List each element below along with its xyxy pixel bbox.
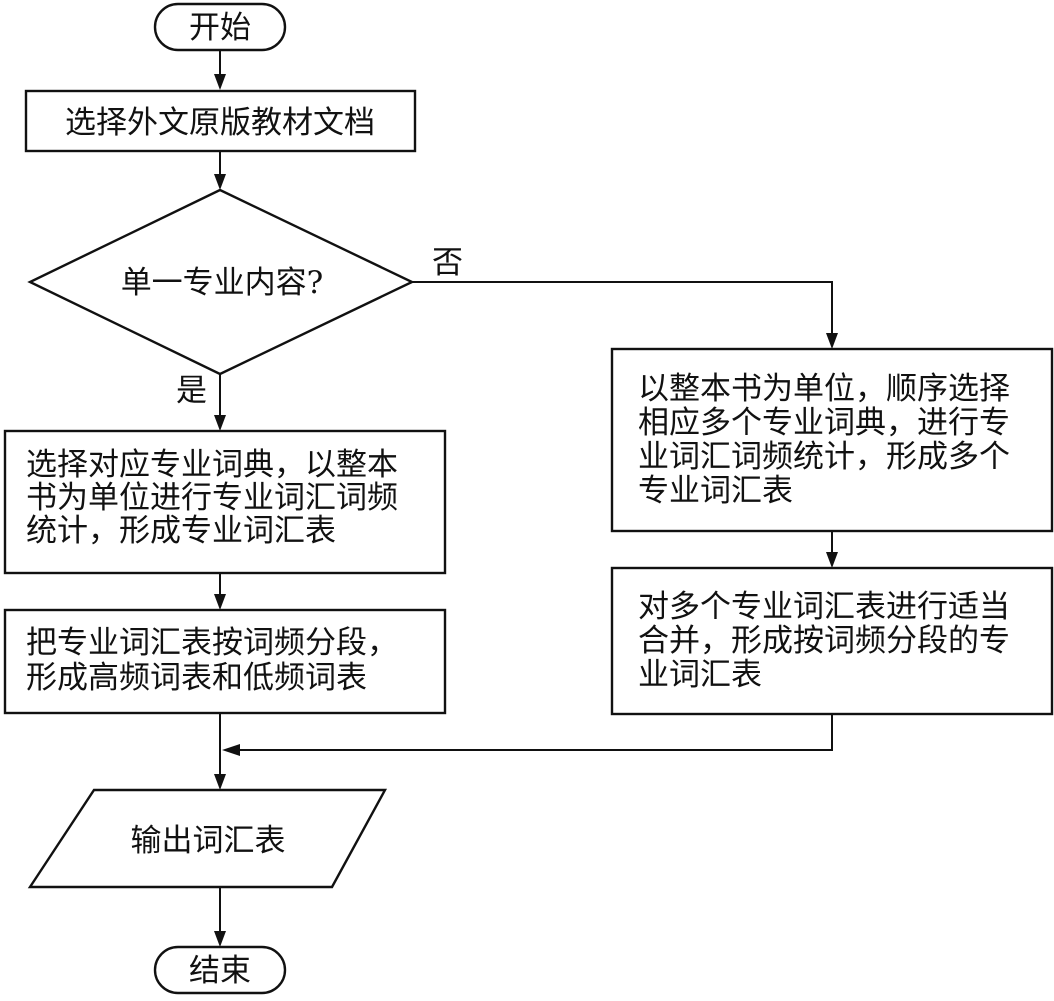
arrowhead: [214, 931, 226, 947]
arrowhead: [214, 774, 226, 790]
arrowhead: [826, 552, 838, 568]
left-step2-line1: 把专业词汇表按词频分段，: [26, 625, 398, 661]
right-step2-line3: 业词汇表: [638, 657, 762, 693]
yes-branch-label: 是: [176, 373, 207, 409]
start-label: 开始: [189, 10, 251, 46]
no-branch-label: 否: [432, 245, 463, 281]
select-docs-box: [24, 89, 417, 153]
left-step1-line3: 统计，形成专业词汇表: [26, 513, 336, 549]
left-step2-line2: 形成高频词表和低频词表: [26, 660, 367, 696]
right-step2-line2: 合并，形成按词频分段的专: [638, 623, 1010, 659]
connector-right-merge: [236, 714, 833, 751]
end-terminal: [153, 945, 287, 995]
output-parallelogram: [27, 788, 388, 889]
output-label: 输出词汇表: [131, 823, 286, 859]
right-step1-line3: 业词汇词频统计，形成多个: [638, 439, 1010, 475]
arrowhead: [214, 415, 226, 431]
left-step2-box: [3, 608, 447, 715]
right-step1-line2: 相应多个专业词典，进行专: [638, 405, 1010, 441]
arrowhead: [214, 74, 226, 90]
right-step1-line4: 专业词汇表: [638, 473, 793, 509]
arrowhead: [222, 744, 240, 756]
connector-no-branch: [412, 281, 833, 338]
left-step1-box: [3, 429, 447, 575]
right-step2-box: [610, 566, 1054, 716]
arrowhead: [826, 333, 838, 349]
arrowhead: [214, 594, 226, 610]
left-step1-line1: 选择对应专业词典，以整本: [26, 447, 398, 483]
right-step2-line1: 对多个专业词汇表进行适当: [638, 589, 1010, 625]
select-docs-label: 选择外文原版教材文档: [65, 105, 375, 141]
right-step1-line1: 以整本书为单位，顺序选择: [638, 371, 1010, 407]
left-step1-line2: 书为单位进行专业词汇词频: [26, 480, 398, 516]
arrowhead: [214, 174, 226, 190]
end-label: 结束: [189, 953, 251, 989]
decision-label: 单一专业内容?: [121, 265, 324, 301]
